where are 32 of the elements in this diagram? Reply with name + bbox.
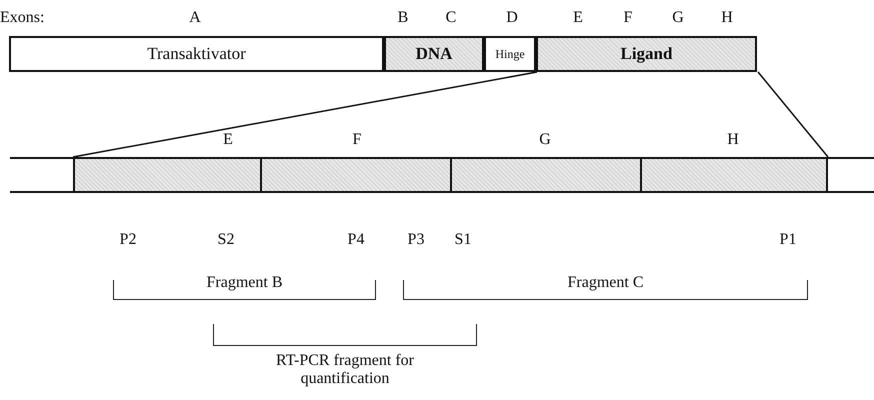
domain-box [9,36,384,72]
domain-box [536,36,757,72]
exon-letter: A [189,9,201,27]
exon-letter: E [573,9,583,27]
primer-label: P4 [348,231,364,249]
exon-label: F [352,131,362,149]
domain-box [484,36,536,72]
primer-label: P2 [120,231,136,249]
zoom-line [72,71,538,158]
exon-letter: C [446,9,456,27]
domain-label: DNA [416,44,452,64]
exon-letter: G [672,9,684,27]
primer-label: S1 [454,231,472,249]
domain-label: Transaktivator [147,44,246,64]
exon-letter: D [506,9,518,27]
primer-label: S2 [218,231,234,249]
exon-label: G [539,131,551,149]
domain-box [384,36,484,72]
primer-label: P1 [780,231,796,249]
exon-letter: F [624,9,632,27]
primer-label: P3 [408,231,424,249]
fragment-label: RT-PCR fragment for quantification [275,352,415,388]
exon-label: E [223,131,233,149]
fragment-label: Fragment B [206,274,282,292]
exon-letter: H [721,9,733,27]
row-heading: Exons: [0,9,44,27]
exon-letter: B [398,9,408,27]
domain-label: Ligand [620,44,672,64]
exon-label: H [727,131,739,149]
fragment-label: Fragment C [568,274,644,292]
domain-label: Hinge [495,46,525,62]
zoom-line [757,72,829,158]
